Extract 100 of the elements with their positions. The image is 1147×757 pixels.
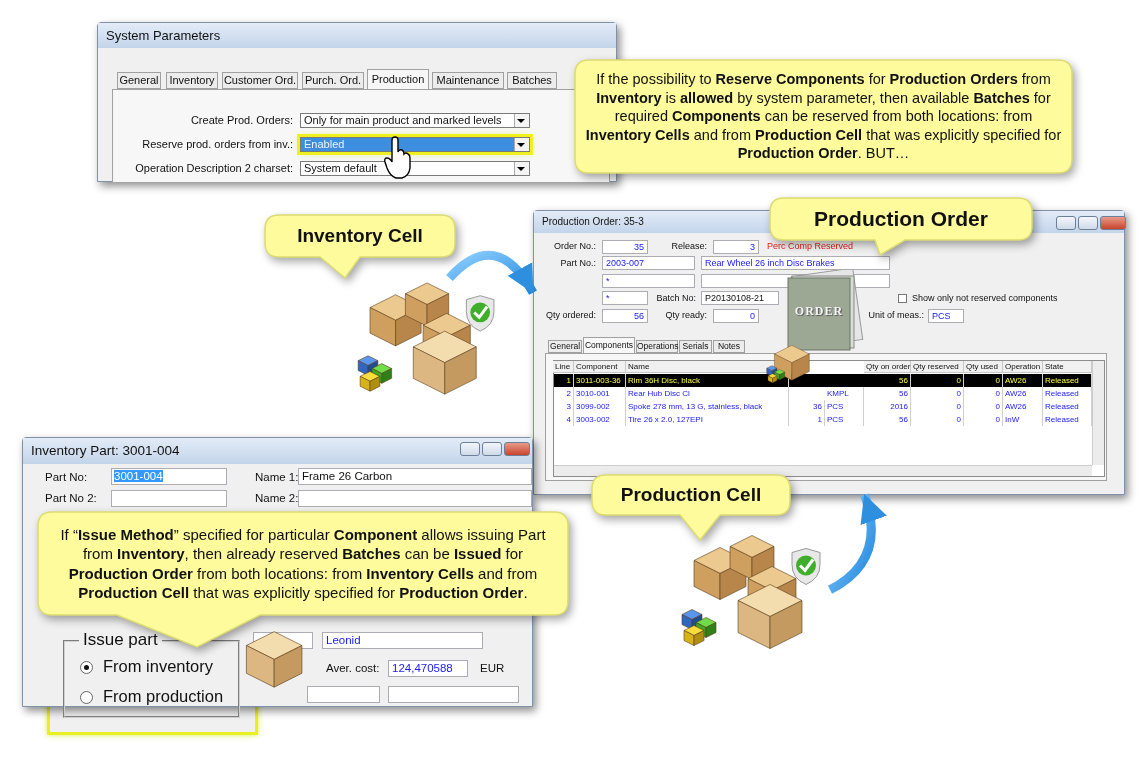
input-field: 56 <box>602 309 648 323</box>
table-cell: 0 <box>964 413 1003 426</box>
column-header: State <box>1043 361 1092 373</box>
table-cell: 3011-003-36 <box>574 374 626 387</box>
callout-text: If the possibility to Reserve Components for Production Orders from Inventory is allowed by system parameter, then available Batches for required Components can be reserved from both locations: from Inventory Cells and from Production Cell that was explicitly specified for Production Order. BUT… <box>585 70 1062 163</box>
dropdown-field: Enabled <box>300 137 530 152</box>
radio-button: From inventory <box>80 655 214 677</box>
field-label: Part No 2: <box>45 491 98 506</box>
field-label: Operation Description 2 charset: <box>134 161 293 176</box>
tab: Production <box>367 69 429 89</box>
column-header: Qty on order <box>864 361 911 373</box>
checkbox: Show only not reserved components <box>898 291 1058 305</box>
field-label: EUR <box>480 661 506 676</box>
column-header: Component <box>574 361 626 373</box>
table-cell: 0 <box>964 387 1003 400</box>
input-field: 35 <box>602 240 648 254</box>
field-label: Create Prod. Orders: <box>189 113 293 128</box>
callout-bubble <box>265 215 455 278</box>
field-label: Reserve prod. orders from inv.: <box>141 137 293 152</box>
tab: Operations <box>636 340 678 353</box>
table-cell: PCS <box>825 400 864 413</box>
curved-arrow <box>446 250 537 295</box>
status-text: Perc Comp Reserved <box>767 240 855 253</box>
input-field: 2003-007 <box>602 256 695 270</box>
table-cell: Tire 26 x 2.0, 127EPI <box>626 413 789 426</box>
table-cell: AW26 <box>1003 374 1043 387</box>
column-header: Line <box>553 361 574 373</box>
callout-text: Production Order <box>814 205 988 232</box>
callout-text: If “Issue Method” specified for particular Component allows issuing Part from Inventory, then already reserved Batches can be Issued for Production Order from both locations: from Inventory Cells and from Production Cell that was explicitly specified for Production Order. <box>59 525 547 602</box>
tab: Customer Ord. <box>222 72 298 89</box>
field-label: Aver. cost: <box>326 661 381 676</box>
callout-text: Production Cell <box>620 482 762 507</box>
table-cell: Released <box>1043 387 1092 400</box>
table-cell: AW26 <box>1003 400 1043 413</box>
table-cell: Rim 36H Disc, black <box>626 374 789 387</box>
input-field: PCS <box>928 309 964 323</box>
column-header: Qty reserved <box>911 361 964 373</box>
table-cell: 0 <box>964 400 1003 413</box>
table-cell: 2016 <box>864 400 911 413</box>
table-cell: 1 <box>553 374 574 387</box>
tab: Purch. Ord. <box>302 72 364 89</box>
input-field: P20130108-21 <box>701 291 779 305</box>
column-header: Operation <box>1003 361 1043 373</box>
table-cell: 4 <box>553 413 574 426</box>
input-field: 3001-004 <box>111 468 227 485</box>
table-cell: 1 <box>789 413 825 426</box>
group-title: Issue part <box>79 630 162 650</box>
field-label: Batch No: <box>655 292 696 305</box>
table-cell: Rear Hub Disc Cl <box>626 387 789 400</box>
tab: Serials <box>679 340 712 353</box>
table-cell: Released <box>1043 400 1092 413</box>
field-label: Name 1: <box>255 470 297 485</box>
table-cell: 3 <box>553 400 574 413</box>
table-cell: 0 <box>964 374 1003 387</box>
input-field: * <box>602 291 648 305</box>
table-cell: KMPL <box>825 387 864 400</box>
field-label: Order No.: <box>553 240 596 253</box>
callout-bubble <box>575 60 1072 173</box>
window-title: Inventory Part: 3001-004 <box>31 443 180 458</box>
input-field: 3 <box>713 240 759 254</box>
tab: Notes <box>713 340 745 353</box>
field-label: Part No.: <box>559 257 596 270</box>
input-field: Rear Wheel 26 inch Disc Brakes <box>701 256 890 270</box>
table-cell: 36 <box>789 400 825 413</box>
document-label: ORDER <box>793 303 845 320</box>
field-label: Part No: <box>45 470 89 485</box>
table-cell: 0 <box>911 387 964 400</box>
tab: General <box>117 72 161 89</box>
input-field: * <box>602 274 695 288</box>
radio-button: From production <box>80 685 224 707</box>
input-field: Frame 26 Carbon <box>298 468 532 485</box>
table-cell: 0 <box>911 374 964 387</box>
callout-text: Inventory Cell <box>297 223 423 248</box>
table-cell: Released <box>1043 413 1092 426</box>
field-label: Release: <box>670 240 707 253</box>
curved-arrow <box>827 493 886 594</box>
input-field: 124,470588 <box>388 660 468 677</box>
column-header: Qty used <box>964 361 1003 373</box>
callout-bubble <box>38 512 568 647</box>
tab: Maintenance <box>432 72 504 89</box>
table-cell: 3003-002 <box>574 413 626 426</box>
table-cell: 3010-001 <box>574 387 626 400</box>
table-cell: 0 <box>911 413 964 426</box>
field-label: Qty ready: <box>664 309 707 322</box>
tab: Components <box>583 337 635 353</box>
table-cell: 56 <box>864 387 911 400</box>
callout-bubble <box>592 475 790 540</box>
table-cell: 0 <box>911 400 964 413</box>
tab: Batches <box>507 72 557 89</box>
table-cell: InW <box>1003 413 1043 426</box>
dropdown-field: Only for main product and marked levels <box>300 113 530 128</box>
field-label: Qty ordered: <box>544 309 596 322</box>
table-cell: PCS <box>825 413 864 426</box>
table-cell: 3099-002 <box>574 400 626 413</box>
input-field: 0 <box>713 309 759 323</box>
field-label: Unit of meas.: <box>867 309 924 322</box>
table-cell: 56 <box>864 413 911 426</box>
table-cell: AW26 <box>1003 387 1043 400</box>
table-cell: Released <box>1043 374 1092 387</box>
window-title: System Parameters <box>106 28 221 43</box>
